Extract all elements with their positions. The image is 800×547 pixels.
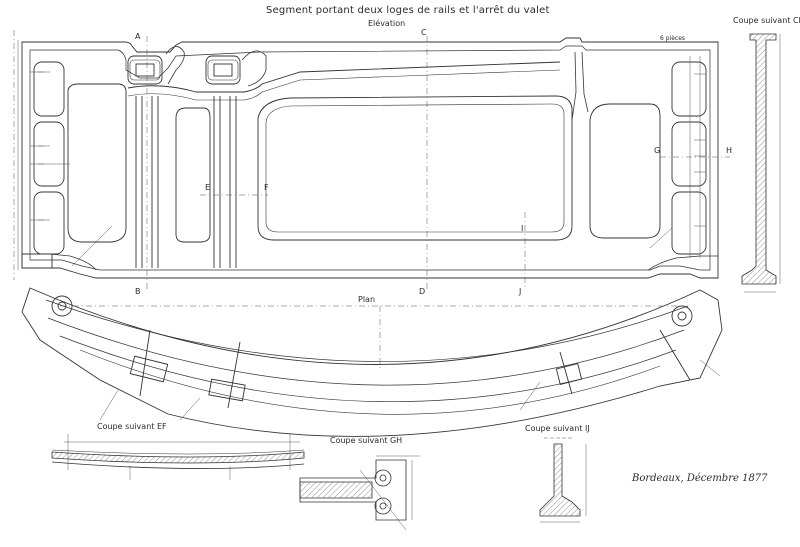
section-ij bbox=[539, 437, 587, 523]
drawing-title: Segment portant deux loges de rails et l… bbox=[266, 5, 550, 16]
plan-dimensions bbox=[99, 359, 721, 421]
marker-j: J bbox=[519, 287, 522, 296]
plan-view bbox=[21, 287, 723, 437]
plan-label: Plan bbox=[358, 295, 376, 304]
marker-f: F bbox=[264, 183, 269, 192]
section-gh-title: Coupe suivant GH bbox=[330, 436, 403, 445]
dimension-ticks bbox=[38, 71, 706, 227]
marker-e: E bbox=[205, 183, 211, 192]
marker-h: H bbox=[726, 146, 733, 155]
marker-d: D bbox=[419, 287, 426, 296]
elevation-dimensions bbox=[17, 40, 701, 270]
signature: Bordeaux, Décembre 1877 bbox=[632, 473, 768, 484]
marker-a: A bbox=[135, 32, 141, 41]
elevation-centerlines bbox=[13, 30, 730, 290]
section-ef bbox=[51, 434, 305, 480]
elevation-label: Elévation bbox=[368, 19, 406, 28]
section-ij-title: Coupe suivant IJ bbox=[525, 424, 590, 433]
marker-i: I bbox=[521, 224, 524, 233]
elevation-view bbox=[21, 37, 719, 279]
marker-b: B bbox=[135, 287, 141, 296]
marker-c: C bbox=[421, 28, 427, 37]
section-ef-title: Coupe suivant EF bbox=[97, 422, 167, 431]
section-cd-title: Coupe suivant CD bbox=[733, 16, 800, 25]
section-gh bbox=[299, 455, 420, 531]
marker-g: G bbox=[654, 146, 661, 155]
pieces-note: 6 pièces bbox=[660, 35, 686, 42]
section-cd bbox=[741, 33, 781, 293]
